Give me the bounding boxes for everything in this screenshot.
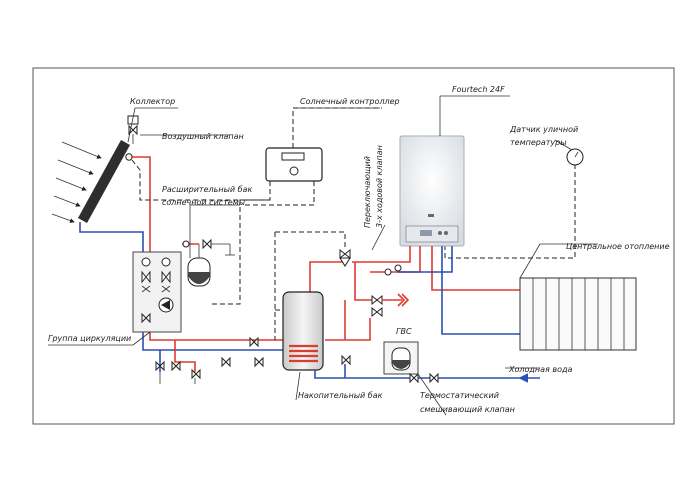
cold-water-line: [395, 372, 540, 384]
diagram-frame: [32, 67, 675, 425]
label-three-way-valve-1: Переключающий: [363, 156, 372, 228]
solar-collector: [51, 140, 130, 223]
dhw-mixing-valve: [341, 293, 410, 378]
outdoor-temperature-sensor: [566, 148, 584, 166]
label-storage-tank: Накопительный бак: [298, 391, 383, 400]
three-way-valve-icon: [339, 248, 351, 267]
tank-hot-outlet: [325, 318, 371, 341]
label-circulation-group: Группа циркуляции: [48, 334, 131, 343]
label-central-heating: Центральное отопление: [566, 242, 670, 251]
solar-controller: [265, 147, 323, 182]
diagram-labels: Коллектор Воздушный клапан Солнечный кон…: [48, 85, 670, 414]
boiler-sensor-2: [384, 268, 392, 276]
expansion-tank: [182, 238, 235, 287]
air-valve-icon: [127, 115, 139, 144]
radiator: [519, 277, 637, 351]
label-solar-controller: Солнечный контроллер: [300, 97, 400, 106]
leader-lines: [48, 95, 598, 416]
dhw-expansion-tank: [383, 341, 419, 375]
drain-valves: [155, 336, 264, 384]
label-cold-water: Холодная вода: [508, 365, 573, 374]
sun-rays: [51, 141, 102, 223]
control-wiring: [131, 107, 576, 340]
label-expansion-tank-1: Расширительный бак: [162, 185, 252, 194]
label-dhw: ГВС: [396, 327, 412, 336]
label-air-valve: Воздушный клапан: [162, 132, 244, 141]
label-mixing-valve-1: Термостатический: [420, 391, 499, 400]
label-expansion-tank-2: солнечной системы: [162, 198, 245, 207]
label-outdoor-sensor-2: температуры: [510, 138, 567, 147]
boiler-sensor: [394, 264, 402, 272]
gas-boiler: [399, 135, 465, 247]
label-three-way-valve-2: 3-х ходовой клапан: [375, 145, 384, 228]
storage-tank: [282, 291, 324, 371]
label-outdoor-sensor-1: Датчик уличной: [509, 125, 578, 134]
label-mixing-valve-2: смешивающий клапан: [420, 405, 515, 414]
circulation-group: [132, 251, 182, 333]
label-collector: Коллектор: [130, 97, 175, 106]
label-boiler-model: Fourtech 24F: [452, 85, 505, 94]
tank-cold-inlet: [314, 370, 395, 379]
